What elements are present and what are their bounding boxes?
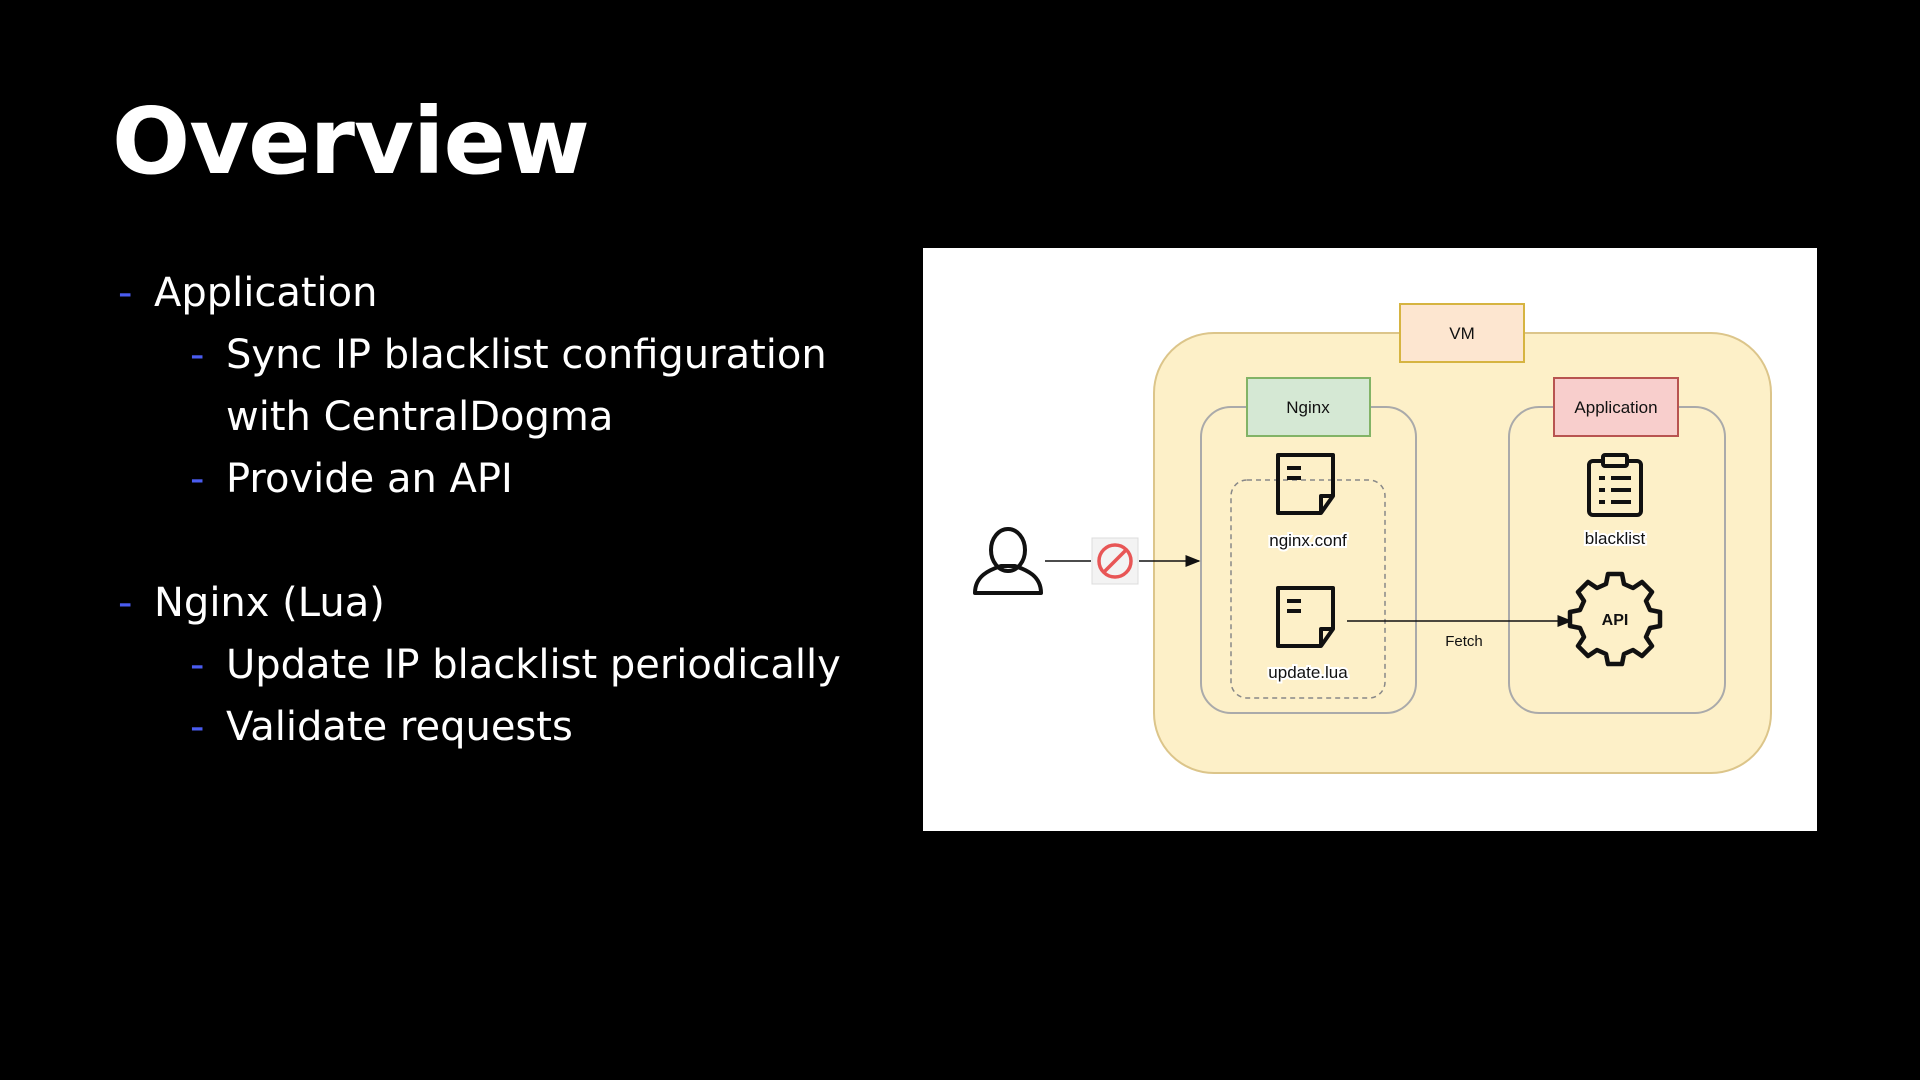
bullet-sync-ip: - Sync IP blacklist configuration [118,324,878,386]
bullet-update-ip: - Update IP blacklist periodically [118,634,878,696]
bullet-sync-ip-continuation: with CentralDogma [118,386,878,448]
bullet-dash: - [118,580,133,626]
bullet-list: - Application - Sync IP blacklist config… [118,262,878,758]
user-icon [973,527,1043,595]
bullet-nginx-lua: - Nginx (Lua) [118,572,878,634]
slide-title: Overview [112,88,590,195]
api-gear-icon: API [1567,571,1663,667]
bullet-dash: - [190,642,205,688]
vm-label: VM [1449,324,1475,343]
vm-label-box [1399,303,1525,363]
nginx-files-group [1230,479,1386,699]
file-icon [1276,453,1335,515]
bullet-text: Update IP blacklist periodically [226,642,841,688]
bullet-validate: - Validate requests [118,696,878,758]
bullet-text: Sync IP blacklist configuration [226,332,827,378]
blacklist-label: blacklist [1585,529,1646,548]
block-icon [1091,537,1139,585]
api-label: API [1602,612,1629,629]
bullet-text: Validate requests [226,704,573,750]
bullet-dash: - [190,332,205,378]
bullet-dash: - [118,270,133,316]
clipboard-list-icon [1587,453,1643,517]
bullet-dash: - [190,704,205,750]
bullet-dash: - [190,456,205,502]
file-icon [1276,586,1335,648]
application-container [1508,406,1726,714]
bullet-text: Nginx (Lua) [154,580,385,626]
nginx-label-box [1246,377,1371,437]
update-lua-label: update.lua [1268,663,1348,682]
nginx-label: Nginx [1286,398,1330,417]
architecture-diagram: VM Nginx Application [923,248,1817,831]
diagram-canvas: VM Nginx Application [973,303,1772,774]
bullet-application: - Application [118,262,878,324]
bullet-text: with CentralDogma [226,394,614,440]
bullet-text: Provide an API [226,456,513,502]
application-label: Application [1574,398,1657,417]
bullet-text: Application [154,270,378,316]
bullet-provide-api: - Provide an API [118,448,878,510]
fetch-label: Fetch [1445,633,1483,650]
application-label-box [1553,377,1679,437]
nginx-conf-label: nginx.conf [1269,531,1347,550]
